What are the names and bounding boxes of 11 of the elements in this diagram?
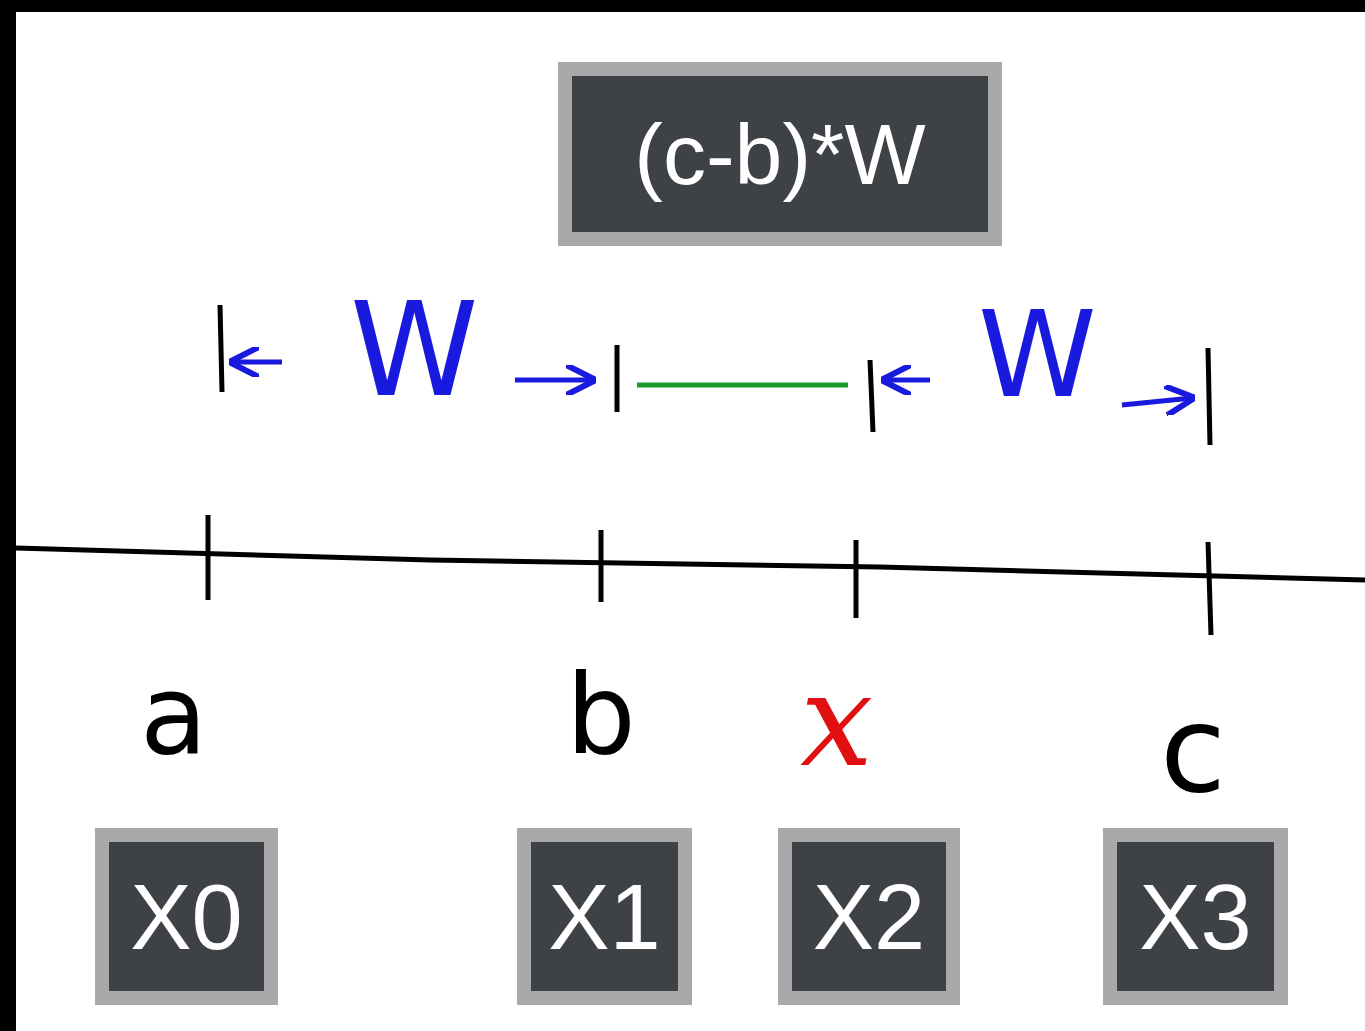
variable-box: X2 <box>778 828 960 1005</box>
variable-box: X1 <box>517 828 692 1005</box>
point-label: c <box>1160 690 1226 810</box>
dimension-label: W <box>350 285 479 415</box>
variable-box: X0 <box>95 828 278 1005</box>
dimension-label: W <box>978 295 1097 415</box>
point-label: x <box>800 655 874 785</box>
formula-box: (c-b)*W <box>558 62 1002 246</box>
point-label: b <box>566 660 636 770</box>
variable-box: X3 <box>1103 828 1288 1005</box>
point-label: a <box>140 660 208 770</box>
